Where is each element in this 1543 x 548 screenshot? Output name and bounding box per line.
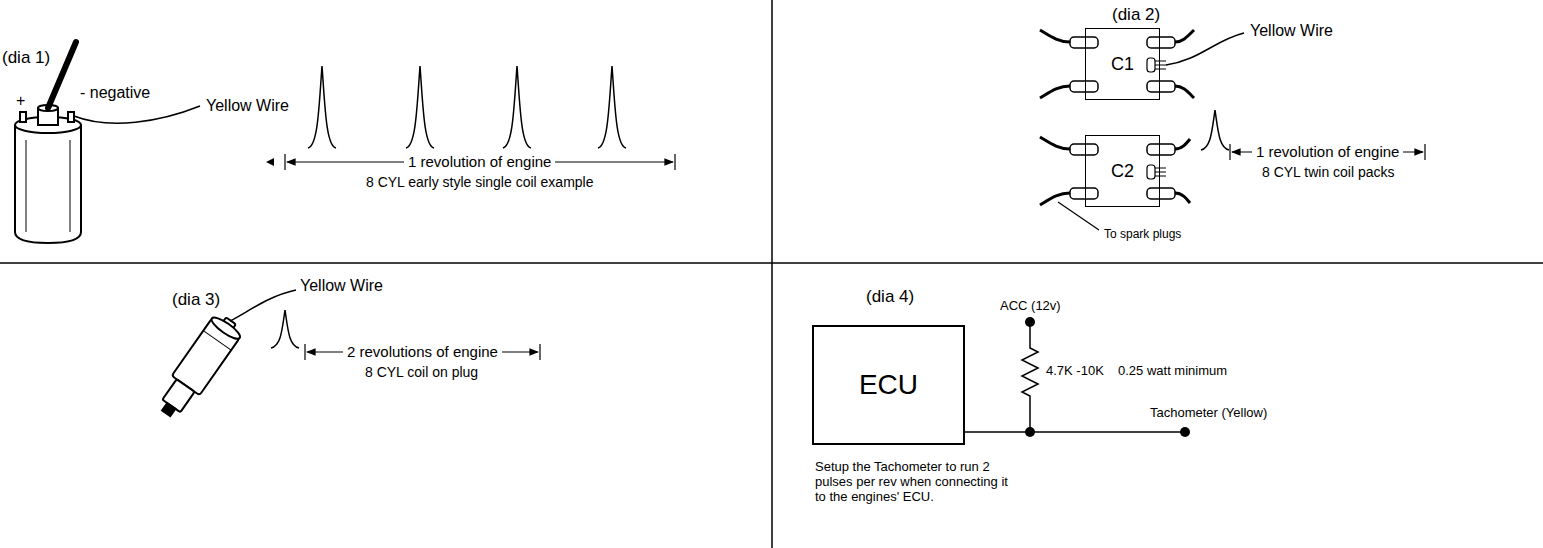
coil-on-plug [152, 311, 245, 423]
diagram-number: (dia 4) [866, 287, 914, 307]
signal-label: Tachometer (Yellow) [1150, 406, 1267, 421]
resistor-rating: 0.25 watt minimum [1118, 364, 1227, 379]
yellow-wire [1166, 33, 1244, 65]
revolution-bracket [266, 154, 675, 170]
terminal-dot [1025, 317, 1035, 327]
caption-note: 8 CYL early style single coil example [366, 174, 593, 190]
junction-dot [1025, 427, 1035, 437]
ecu-box: ECU [812, 325, 965, 445]
coil-pack: C1 [1085, 28, 1160, 100]
callout-label: To spark plugs [1104, 228, 1181, 242]
dimension-label: 2 revolutions of engine [343, 343, 502, 360]
coil-pack-wiring [1040, 30, 1194, 205]
ignition-coil [15, 42, 81, 243]
diagram-number: (dia 2) [1112, 5, 1160, 25]
caption-note: 8 CYL twin coil packs [1262, 164, 1395, 180]
node-text: C2 [1111, 161, 1134, 182]
terminal-label: - negative [80, 84, 150, 102]
resistor-value: 4.7K -10K [1046, 364, 1104, 379]
yellow-wire [74, 106, 200, 123]
wire-label: Yellow Wire [300, 277, 383, 295]
revolution-bracket [1230, 144, 1425, 160]
terminal-label: + [16, 92, 25, 110]
dimension-label: 1 revolution of engine [1252, 143, 1403, 160]
revolution-bracket [305, 344, 540, 360]
dimension-label: 1 revolution of engine [404, 153, 555, 170]
node-text: C1 [1111, 54, 1134, 75]
caption-note: 8 CYL coil on plug [365, 364, 478, 380]
supply-label: ACC (12v) [1000, 299, 1061, 314]
divider [771, 0, 773, 548]
diagram-number: (dia 3) [172, 290, 220, 310]
pulse [1201, 110, 1229, 150]
node-text: ECU [859, 369, 918, 401]
note-text: Setup the Tachometer to run 2 pulses per… [815, 460, 1020, 505]
coil-pack: C2 [1085, 135, 1160, 207]
pulse-train [308, 66, 626, 148]
diagram-number: (dia 1) [2, 48, 50, 68]
pulse [271, 310, 299, 348]
terminal-dot [1180, 427, 1190, 437]
wire-label: Yellow Wire [206, 97, 289, 115]
wire-label: Yellow Wire [1250, 22, 1333, 40]
resistor-symbol [1022, 322, 1038, 432]
divider [0, 262, 1543, 264]
